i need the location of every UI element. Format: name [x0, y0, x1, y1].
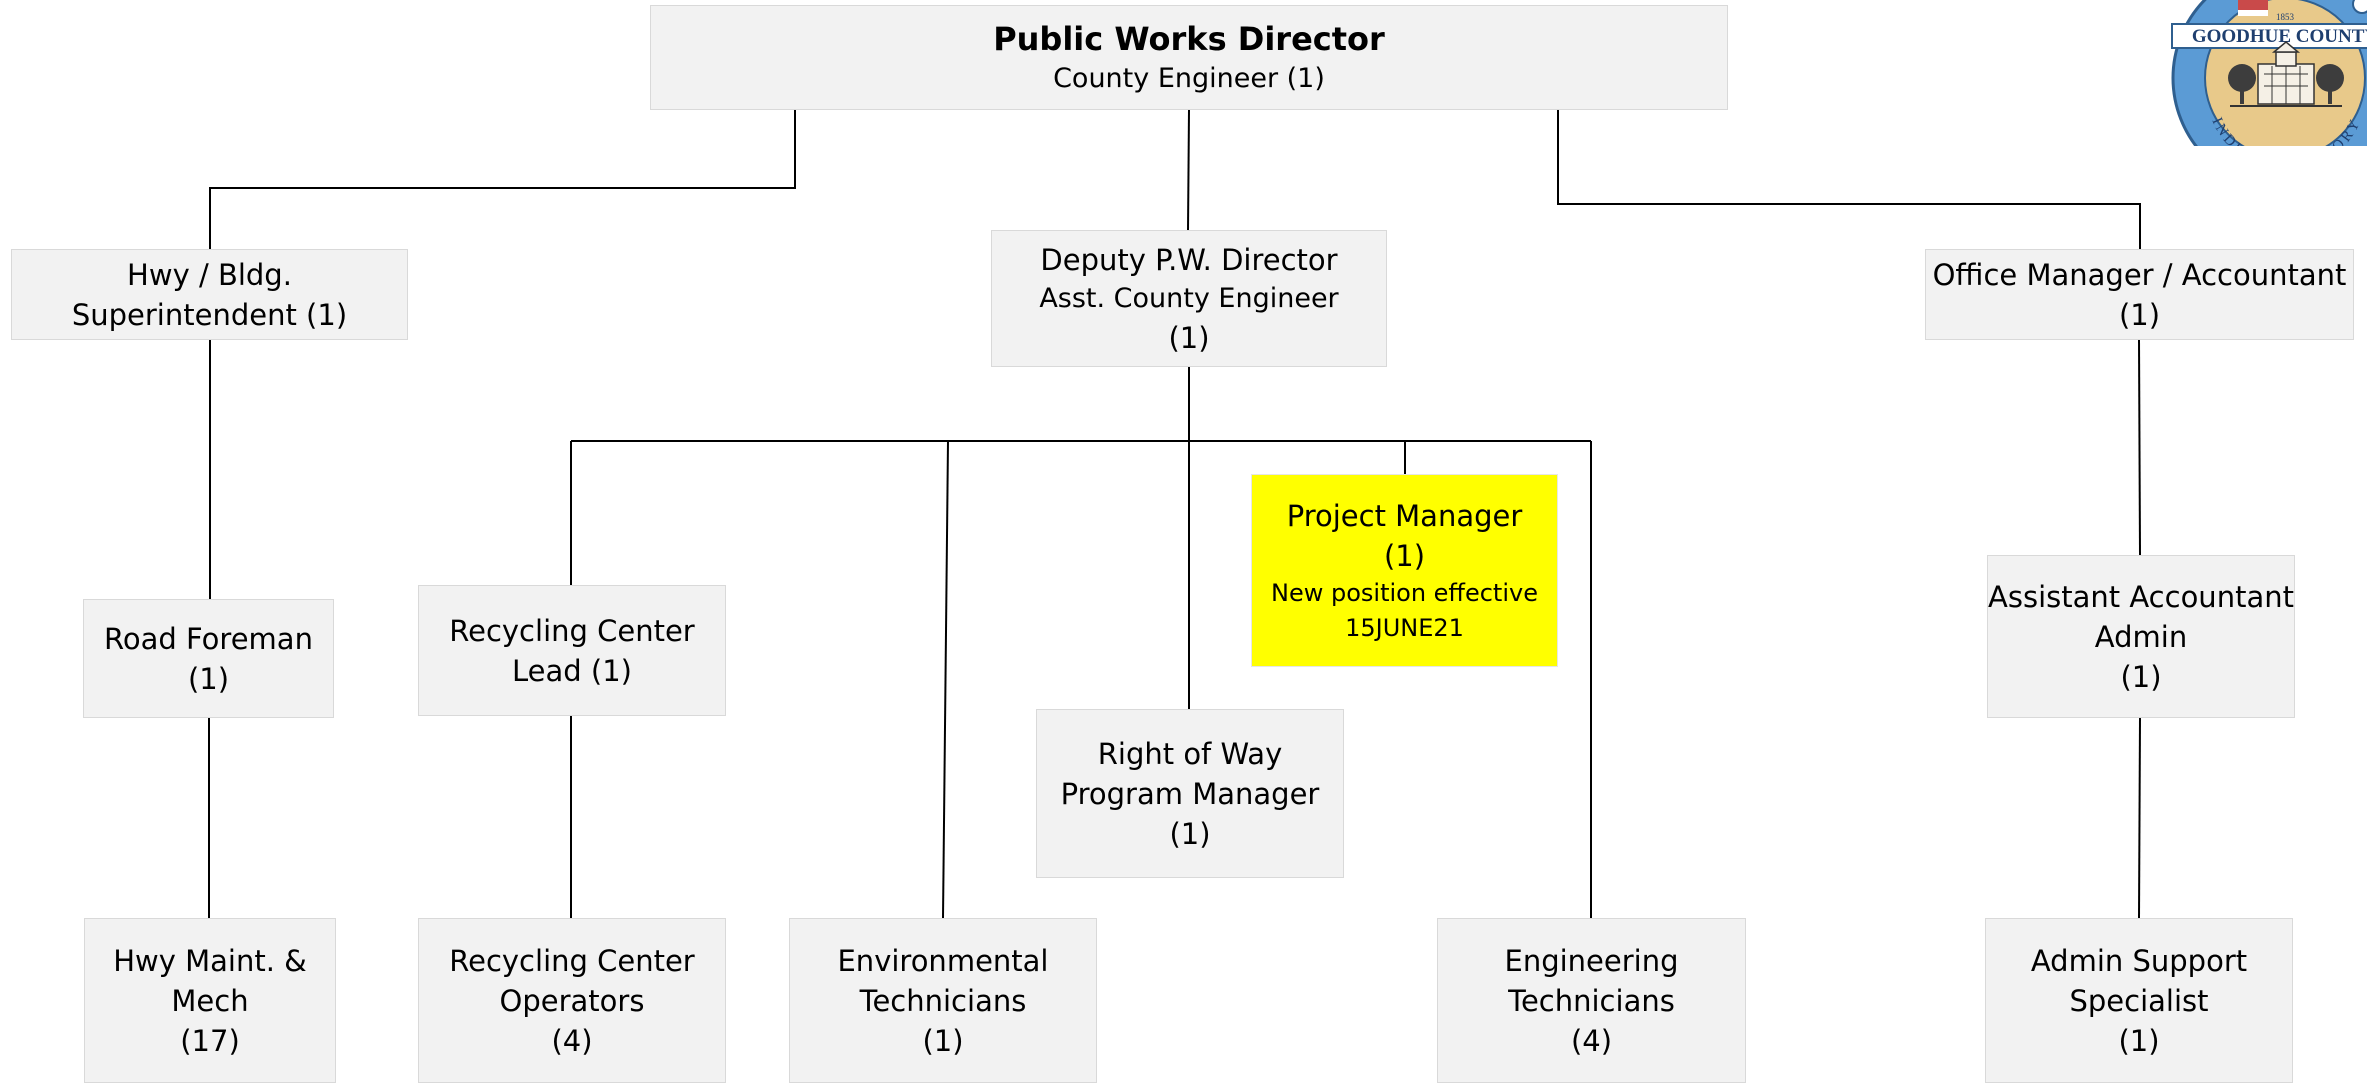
environmental-line3: (1) — [922, 1023, 964, 1058]
admin-support-line2: Specialist — [2069, 983, 2209, 1018]
recycling-lead-line2: Lead (1) — [512, 653, 632, 688]
right-of-way-line2: Program Manager — [1060, 776, 1320, 811]
environmental-line2: Technicians — [859, 983, 1027, 1018]
project-manager-line2: (1) — [1383, 538, 1426, 573]
right-of-way-line1: Right of Way — [1097, 736, 1283, 771]
connector-bus-environmental — [942, 440, 949, 919]
project-manager-date: 15JUNE21 — [1345, 613, 1464, 642]
box-hwy-maint-mech: Hwy Maint. & Mech (17) — [84, 918, 336, 1083]
box-admin-support-specialist: Admin Support Specialist (1) — [1985, 918, 2293, 1083]
connector-director-hwy — [209, 110, 796, 249]
recycling-operators-line1: Recycling Center — [449, 943, 695, 978]
box-right-of-way: Right of Way Program Manager (1) — [1036, 709, 1344, 878]
seal-year: 1853 — [2276, 12, 2295, 22]
engineering-line2: Technicians — [1508, 983, 1675, 1018]
engineering-line3: (4) — [1570, 1023, 1613, 1058]
box-deputy-director: Deputy P.W. Director Asst. County Engine… — [991, 230, 1387, 367]
deputy-line3: (1) — [1168, 320, 1210, 355]
box-recycling-operators: Recycling Center Operators (4) — [418, 918, 726, 1083]
box-project-manager: Project Manager (1) New position effecti… — [1251, 474, 1558, 667]
project-manager-line1: Project Manager — [1286, 498, 1523, 533]
right-of-way-line3: (1) — [1169, 816, 1211, 851]
box-public-works-director: Public Works Director County Engineer (1… — [650, 5, 1728, 110]
box-recycling-lead: Recycling Center Lead (1) — [418, 585, 726, 716]
hwy-maint-line3: (17) — [180, 1023, 240, 1058]
recycling-lead-line1: Recycling Center — [449, 613, 695, 648]
road-foreman-line2: (1) — [187, 661, 230, 696]
connector-office-assistant — [2138, 339, 2141, 556]
box-assistant-accountant: Assistant Accountant Admin (1) — [1987, 555, 2295, 718]
box-hwy-superintendent: Hwy / Bldg. Superintendent (1) — [11, 249, 408, 340]
hwy-superintendent-line2: Superintendent (1) — [71, 297, 348, 332]
connector-assistant-admin — [2138, 717, 2141, 919]
recycling-operators-line2: Operators — [499, 983, 645, 1018]
deputy-line1: Deputy P.W. Director — [1040, 242, 1338, 277]
box-office-manager: Office Manager / Accountant (1) — [1925, 249, 2354, 340]
environmental-line1: Environmental — [837, 943, 1049, 978]
county-seal-logo: GOODHUE COUNTY 1853 INDUSTRY HISTORY — [2171, 0, 2367, 146]
connector-director-office — [1557, 110, 2141, 249]
hwy-superintendent-line1: Hwy / Bldg. — [127, 257, 292, 292]
road-foreman-line1: Road Foreman — [104, 621, 313, 656]
box-engineering-technicians: Engineering Technicians (4) — [1437, 918, 1746, 1083]
tree-icon — [2228, 64, 2344, 104]
director-title: Public Works Director — [993, 19, 1385, 58]
deputy-line2: Asst. County Engineer — [1039, 282, 1339, 314]
assistant-accountant-line2: Admin — [2094, 619, 2188, 654]
engineering-line1: Engineering — [1504, 943, 1679, 978]
box-environmental-technicians: Environmental Technicians (1) — [789, 918, 1097, 1083]
director-subtitle: County Engineer (1) — [1053, 62, 1325, 94]
office-manager-line2: (1) — [2118, 297, 2161, 332]
project-manager-note: New position effective — [1271, 578, 1538, 607]
admin-support-line1: Admin Support — [2030, 943, 2248, 978]
recycling-operators-line3: (4) — [551, 1023, 593, 1058]
office-manager-line1: Office Manager / Accountant — [1932, 257, 2347, 292]
hwy-maint-line1: Hwy Maint. & — [113, 943, 307, 978]
admin-support-line3: (1) — [2118, 1023, 2160, 1058]
assistant-accountant-line1: Assistant Accountant — [1988, 579, 2294, 614]
seal-county-name: GOODHUE COUNTY — [2192, 26, 2367, 47]
assistant-accountant-line3: (1) — [2120, 659, 2162, 694]
box-road-foreman: Road Foreman (1) — [83, 599, 334, 718]
courthouse-icon — [2257, 41, 2315, 105]
connector-director-deputy — [1187, 109, 1190, 231]
hwy-maint-line2: Mech — [171, 983, 249, 1018]
